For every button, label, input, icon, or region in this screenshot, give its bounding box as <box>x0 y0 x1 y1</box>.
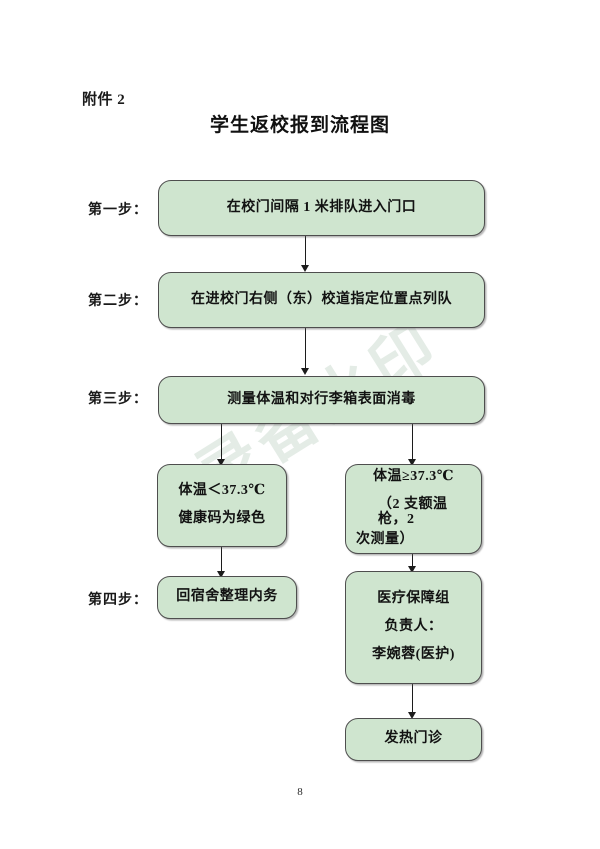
arrowhead-step1-step2 <box>301 265 309 272</box>
arrowhead-medical-clinic <box>408 712 416 719</box>
flow-node-temperature-check-line-1: 测量体温和对行李箱表面消毒 <box>227 391 416 407</box>
flow-node-fever-clinic-line-1: 发热门诊 <box>384 731 443 747</box>
flow-node-normal-temperature-line-2: 健康码为绿色 <box>178 511 266 526</box>
attachment-label: 附件 2 <box>82 92 126 108</box>
step-label-1: 第一步： <box>88 203 148 218</box>
arrowhead-normal-dorm <box>217 571 225 578</box>
connector-step3-normal <box>221 424 223 463</box>
flow-node-entrance-queue[interactable]: 在校门间隔 1 米排队进入门口 <box>158 180 485 236</box>
flow-node-return-dorm[interactable]: 回宿舍整理内务 <box>157 576 297 619</box>
arrowhead-step3-normal <box>217 459 225 466</box>
flow-node-fever-temperature-line-2: （2 支额温枪，2 <box>378 496 448 527</box>
flow-node-fever-temperature[interactable]: 体温≥37.3℃ （2 支额温枪，2 次测量） <box>345 464 482 554</box>
flow-node-medical-team[interactable]: 医疗保障组 负责人： 李婉蓉(医护) <box>345 571 482 684</box>
page-number: 8 <box>297 786 303 798</box>
connector-step3-fever <box>412 424 414 463</box>
flow-node-return-dorm-line-1: 回宿舍整理内务 <box>176 589 278 605</box>
flow-node-entrance-queue-line-1: 在校门间隔 1 米排队进入门口 <box>226 199 417 215</box>
connector-normal-dorm <box>221 547 223 575</box>
flow-node-lineup-position[interactable]: 在进校门右侧（东）校道指定位置点列队 <box>158 272 485 328</box>
flow-node-temperature-check[interactable]: 测量体温和对行李箱表面消毒 <box>158 376 485 424</box>
connector-fever-medical <box>412 554 414 570</box>
flow-node-medical-team-line-1: 医疗保障组 <box>377 591 450 607</box>
step-label-4: 第四步： <box>88 593 148 608</box>
flow-node-medical-team-line-2: 负责人： <box>384 619 443 635</box>
arrowhead-step2-step3 <box>301 368 309 375</box>
flow-node-medical-team-line-3: 李婉蓉(医护) <box>372 646 455 662</box>
flow-node-normal-temperature-line-1: 体温＜37.3℃ <box>178 483 266 499</box>
connector-step2-step3 <box>305 328 307 372</box>
step-label-2: 第二步： <box>88 294 148 309</box>
flow-node-lineup-position-line-1: 在进校门右侧（东）校道指定位置点列队 <box>191 291 452 307</box>
arrowhead-step3-fever <box>408 459 416 466</box>
page-title: 学生返校报到流程图 <box>209 115 390 136</box>
flow-node-normal-temperature[interactable]: 体温＜37.3℃ 健康码为绿色 <box>157 464 287 547</box>
connector-step1-step2 <box>305 236 307 269</box>
arrowhead-fever-medical <box>408 566 416 573</box>
flow-node-fever-clinic[interactable]: 发热门诊 <box>345 718 482 761</box>
connector-medical-clinic <box>412 684 414 716</box>
step-label-3: 第三步： <box>88 392 148 407</box>
flow-node-fever-temperature-line-3: 次测量） <box>356 532 414 548</box>
flow-node-fever-temperature-line-1: 体温≥37.3℃ <box>373 469 454 485</box>
